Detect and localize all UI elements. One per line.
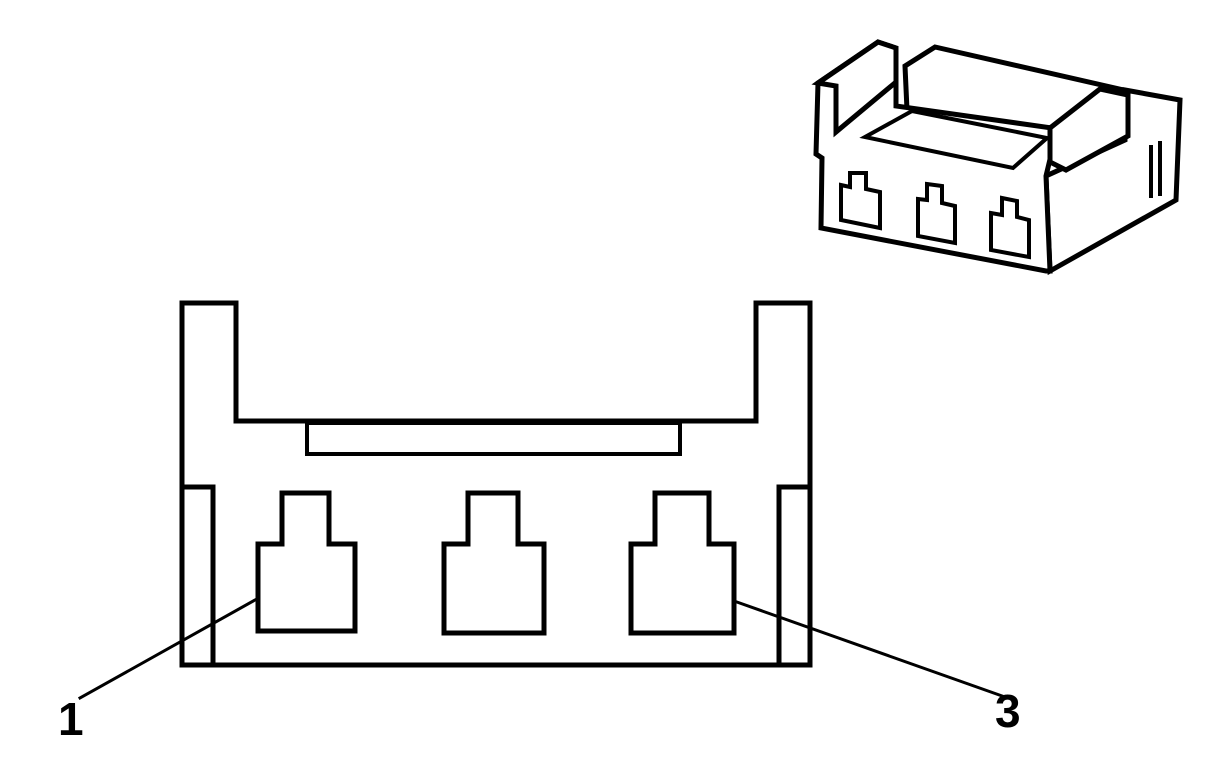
- iso-left-latch: [811, 39, 899, 138]
- terminal-cavity-1: [255, 490, 358, 634]
- iso-terminal-cavity-3: [989, 195, 1031, 260]
- iso-terminal-cavity-2: [916, 181, 957, 246]
- iso-top-opening: [859, 108, 1052, 171]
- connector-right-rail: [776, 484, 813, 665]
- pin-1-label: 1: [58, 693, 84, 745]
- iso-side-groove: [1149, 141, 1162, 198]
- connector-isometric-view: [811, 39, 1183, 276]
- terminal-cavity-2: [441, 490, 547, 636]
- pin-1-leader-line: [77, 597, 258, 701]
- connector-left-rail: [179, 484, 216, 665]
- iso-right-latch: [1047, 86, 1131, 173]
- iso-terminal-cavity-1: [839, 171, 882, 231]
- connector-face-view: [179, 300, 813, 668]
- pin-3-leader-line: [732, 599, 1007, 699]
- pin-3-label: 3: [995, 685, 1021, 737]
- terminal-cavity-3: [628, 490, 737, 636]
- connector-lock-bar: [305, 421, 682, 456]
